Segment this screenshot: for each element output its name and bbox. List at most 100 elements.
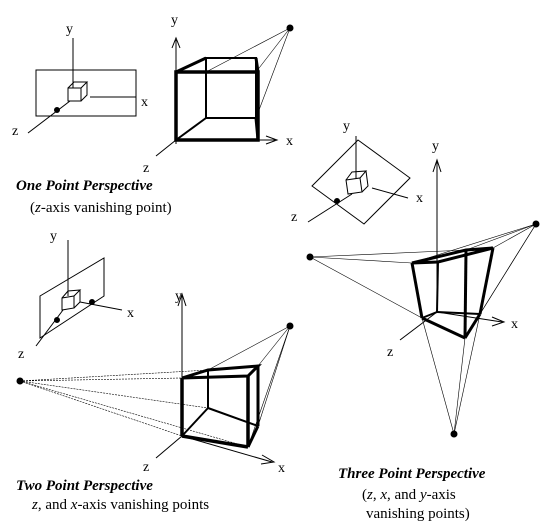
- one-point-y-label: y: [171, 13, 178, 28]
- one-point-caption-open-paren: (: [30, 200, 35, 216]
- two-point-vanishing-point-right: [286, 322, 294, 330]
- three-point-vp-left-2: [309, 256, 423, 319]
- two-point-caption-mid: , and: [37, 497, 71, 513]
- three-point-main: [306, 158, 540, 438]
- three-point-inset-z-label: z: [291, 210, 297, 225]
- two-point-inset-z-axis: [35, 309, 64, 347]
- one-point-cube-back-face: [205, 57, 257, 119]
- two-point-inset-z-label: z: [18, 347, 24, 362]
- three-point-vp-left-3: [309, 249, 467, 258]
- two-point-main: [16, 292, 294, 465]
- one-point-inset-eye-point: [54, 107, 60, 113]
- two-point-inset-eye-point-right: [89, 299, 95, 305]
- three-point-small-cube-top: [345, 170, 368, 181]
- two-point-caption-rest: -axis vanishing points: [77, 497, 210, 513]
- two-point-vp-right-4: [247, 325, 291, 448]
- two-point-small-cube-front: [61, 295, 75, 311]
- two-point-vanishing-point-left: [16, 377, 24, 385]
- one-point-caption-rest: -axis vanishing point): [40, 200, 172, 216]
- three-point-small-cube-front: [345, 177, 363, 195]
- three-point-caption-x: x: [380, 487, 388, 503]
- two-point-z-axis: [155, 435, 183, 459]
- two-point-cube-bottom-hidden-1: [181, 407, 209, 437]
- three-point-cube-bottom-back-right: [436, 311, 481, 315]
- three-point-cube-edge-right: [478, 247, 495, 315]
- two-point-x-axis: [181, 435, 273, 463]
- three-point-cube-edge-left: [410, 262, 424, 319]
- one-point-inset: [27, 38, 137, 134]
- one-point-cube-edge-bl: [175, 117, 207, 141]
- one-point-vanishing-point: [286, 24, 294, 32]
- two-point-caption-title: Two Point Perspective: [16, 478, 153, 494]
- two-point-small-cube-top: [61, 289, 82, 299]
- three-point-caption-comma-1: ,: [372, 487, 381, 503]
- one-point-cube-front-face: [174, 70, 260, 142]
- one-point-small-cube-front: [67, 87, 82, 102]
- one-point-caption-axis: z: [35, 200, 41, 216]
- three-point-inset: [307, 136, 411, 225]
- three-point-x-axis: [436, 311, 503, 323]
- two-point-vp-right-2: [257, 325, 291, 367]
- three-point-vanishing-point-left: [306, 253, 314, 261]
- three-point-inset-y-label: y: [343, 119, 350, 134]
- three-point-x-label: x: [511, 317, 518, 332]
- one-point-x-label: x: [286, 134, 293, 149]
- three-point-vp-right-2: [492, 223, 537, 249]
- two-point-projection-plane: [39, 257, 105, 339]
- three-point-cube-edge-hidden: [436, 261, 439, 313]
- two-point-small-cube-side: [73, 290, 81, 309]
- two-point-inset-x-label: x: [127, 306, 134, 321]
- one-point-vp-line-3: [255, 27, 291, 119]
- two-point-inset-eye-point-left: [54, 317, 60, 323]
- one-point-vp-line-1: [205, 27, 291, 73]
- one-point-inset-z-label: z: [12, 124, 18, 139]
- three-point-y-arrow: [432, 158, 442, 173]
- two-point-inset-y-label: y: [50, 229, 57, 244]
- two-point-caption-x: x: [70, 497, 78, 513]
- two-point-caption-subtitle: z, and x-axis vanishing points: [32, 497, 209, 514]
- one-point-z-axis: [155, 139, 177, 157]
- two-point-z-label: z: [143, 460, 149, 475]
- one-point-small-cube-side: [80, 82, 88, 102]
- one-point-inset-y-label: y: [66, 22, 73, 37]
- three-point-inset-x-axis: [371, 187, 409, 199]
- three-point-inset-x-label: x: [416, 191, 423, 206]
- three-point-cube-edge-front: [463, 249, 468, 339]
- two-point-cube-bottom-right: [246, 425, 260, 448]
- three-point-inset-z-axis: [307, 193, 353, 223]
- two-point-caption-z: z: [32, 497, 38, 513]
- one-point-cube-edge-tr: [254, 57, 260, 73]
- two-point-inset: [35, 240, 123, 347]
- three-point-caption-y: y: [419, 487, 427, 503]
- two-point-vp-right-3: [257, 325, 291, 427]
- three-point-cube-bottom-back-left: [421, 311, 438, 319]
- one-point-caption-subtitle: (z-axis vanishing point): [30, 200, 172, 217]
- three-point-small-cube-side: [361, 170, 369, 193]
- two-point-vp-right-1: [207, 325, 291, 371]
- three-point-cube-bottom-right: [463, 313, 482, 339]
- three-point-vanishing-point-right: [532, 220, 540, 228]
- two-point-vp-left-3: [19, 380, 209, 409]
- three-point-caption-axis-word: -axis: [426, 487, 456, 503]
- three-point-vp-right-1: [465, 223, 537, 251]
- two-point-vp-left-2: [19, 377, 183, 382]
- one-point-main: [155, 24, 294, 157]
- two-point-x-label: x: [278, 461, 285, 476]
- three-point-caption-open-paren: (: [362, 487, 367, 503]
- two-point-inset-x-axis: [79, 301, 123, 311]
- three-point-vp-left-1: [309, 256, 413, 264]
- one-point-vp-line-2: [255, 27, 291, 73]
- three-point-vp-bottom-3: [453, 313, 481, 435]
- two-point-cube-bottom-front: [181, 434, 249, 449]
- three-point-cube-bottom-left: [421, 316, 466, 340]
- one-point-z-label: z: [143, 161, 149, 176]
- one-point-x-arrow: [265, 135, 279, 145]
- two-point-y-arrow: [177, 292, 187, 307]
- three-point-inset-eye-point: [334, 198, 340, 204]
- two-point-y-label: y: [175, 289, 182, 304]
- three-point-vp-bottom-1: [421, 317, 455, 435]
- one-point-y-arrow: [171, 36, 181, 49]
- two-point-cube-bottom-hidden-2: [207, 407, 259, 427]
- one-point-inset-x-label: x: [141, 95, 148, 110]
